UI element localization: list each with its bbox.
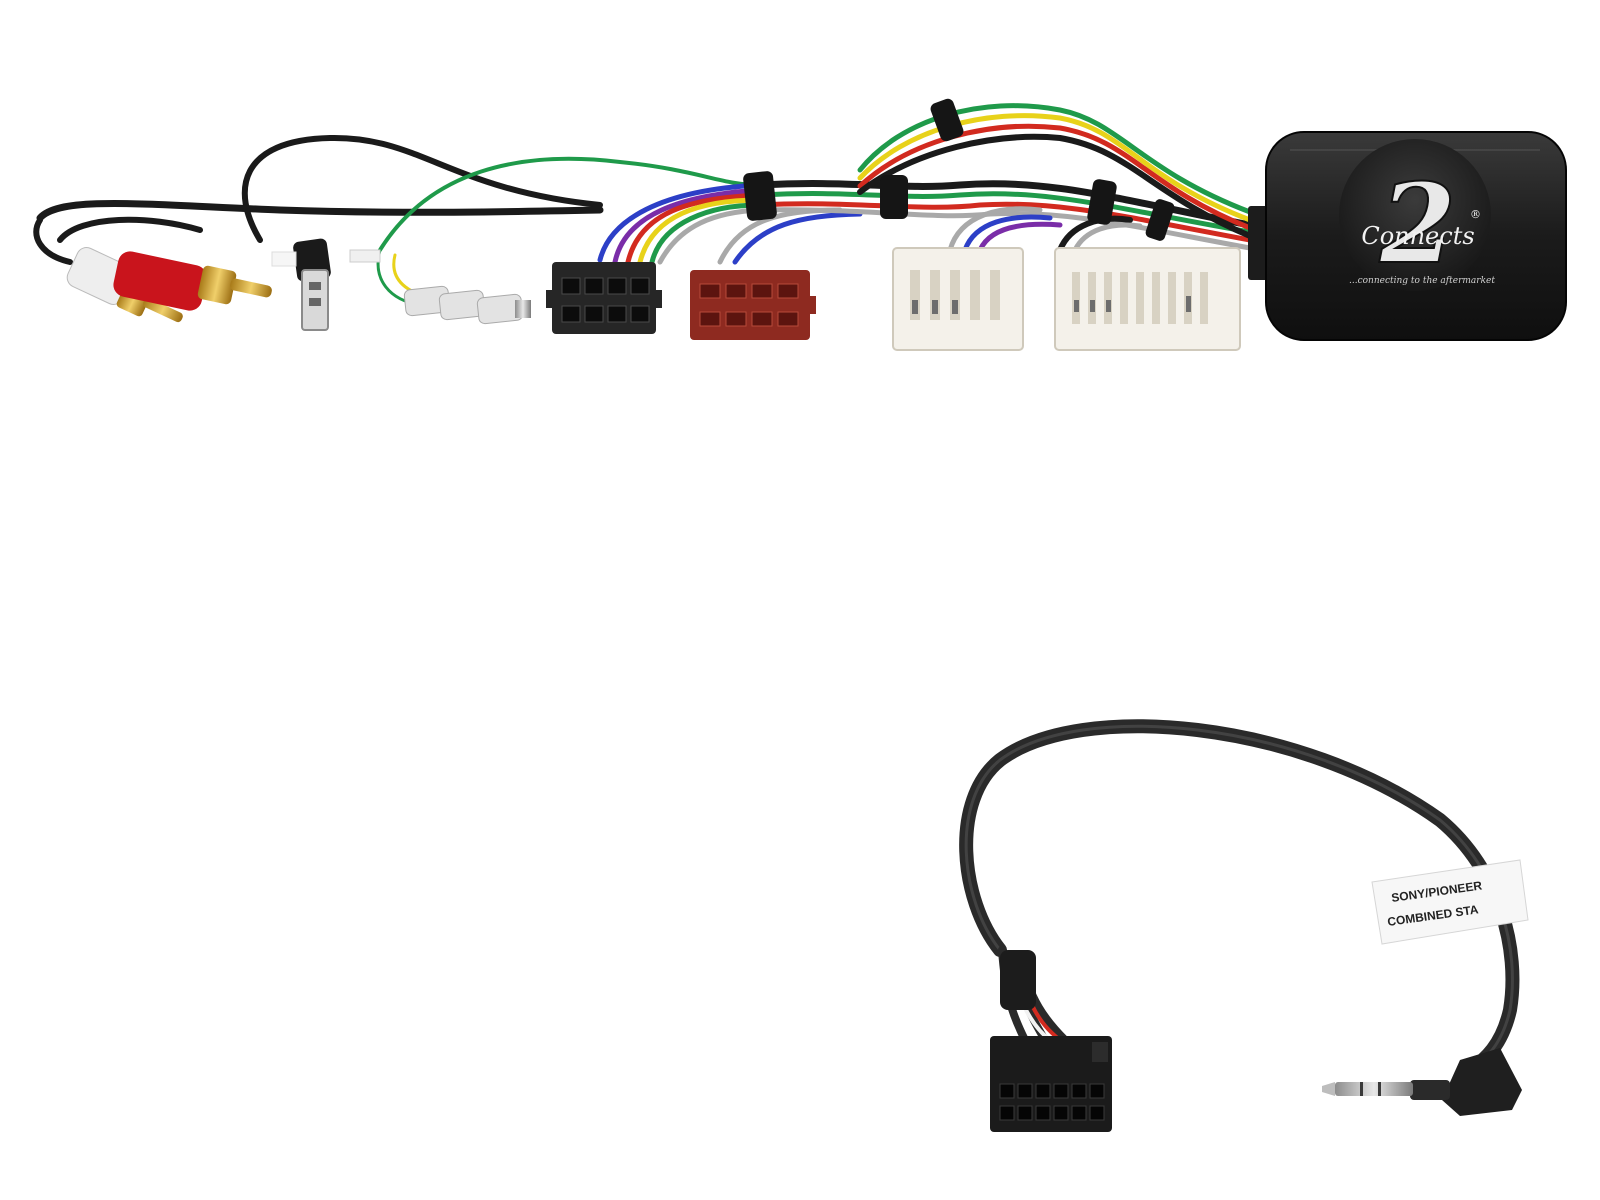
vehicle-connector-small bbox=[892, 247, 1024, 351]
harness-wires bbox=[33, 103, 1254, 307]
brand-logo-wordmark: Connects bbox=[1361, 222, 1474, 250]
spade-terminals bbox=[349, 249, 531, 325]
rca-plug-red bbox=[113, 251, 272, 311]
molex-connector bbox=[990, 1036, 1112, 1132]
tape-wraps bbox=[743, 98, 1175, 241]
brand-registered-mark: ® bbox=[1470, 208, 1481, 221]
brand-logo-number: 2 bbox=[1379, 159, 1457, 288]
brand-tagline: ...connecting to the aftermarket bbox=[1349, 276, 1495, 286]
module-logo-disc bbox=[1339, 139, 1491, 291]
interface-module bbox=[1248, 131, 1567, 341]
iso-connector-brown bbox=[690, 270, 816, 340]
jack-plug-3-5mm bbox=[1322, 1048, 1522, 1116]
heatshrink-sleeve bbox=[1000, 950, 1036, 1010]
usb-plug bbox=[271, 238, 331, 331]
iso-connector-black bbox=[546, 262, 662, 334]
patch-lead-label-tag bbox=[1371, 859, 1529, 945]
vehicle-connector-large bbox=[1054, 247, 1241, 351]
